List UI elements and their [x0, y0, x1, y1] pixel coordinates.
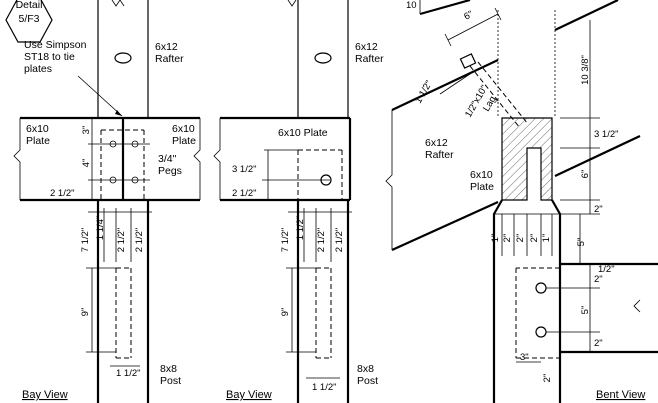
dim-2-bent-b: 2" [502, 234, 513, 243]
note-line1: Use Simpson [24, 39, 87, 51]
dim-2-5-left: 2 1/2" [50, 188, 75, 199]
rafter-hole [114, 52, 132, 64]
dim-4-left: 4" [81, 159, 92, 168]
dim-5-bent-a: 5" [576, 238, 587, 247]
detail-label-line1: Detail [16, 0, 43, 11]
dim-5-bent-b: 5" [580, 306, 591, 315]
post-word-label-2: Post [357, 375, 378, 387]
dim-3-left: 3" [81, 126, 92, 135]
dim-1-25: 1 1/4" [95, 216, 106, 241]
plate-section-hatched [501, 117, 553, 201]
dim-3-5-mid: 3 1/2" [232, 164, 257, 175]
dim-1-5-mid-v: 1 1/2" [295, 216, 306, 241]
dim-10: 10 [406, 0, 417, 11]
rafter-word-bent: Rafter [425, 149, 454, 161]
pegs-word-label: Pegs [158, 165, 182, 177]
plate-right-size: 6x10 [172, 123, 195, 135]
dim-9-left: 9" [80, 308, 91, 317]
view-title-bent: Bent View [596, 389, 645, 401]
dim-2-5-mid: 2 1/2" [232, 188, 257, 199]
detail-label-line2: 5/F3 [18, 13, 39, 25]
dim-half-bent: 1/2" [598, 264, 615, 275]
post-size-label: 8x8 [160, 363, 177, 375]
pegs-size-label: 3/4" [158, 153, 177, 165]
detail-hexagon [5, 0, 53, 43]
dim-2-bent-f: 2" [594, 338, 603, 349]
dim-1-5-bottom: 1 1/2" [116, 368, 141, 379]
post-size-label-2: 8x8 [357, 363, 374, 375]
rafter-size-label-2: 6x12 [355, 41, 378, 53]
dim-1-5-mid-bottom: 1 1/2" [312, 382, 337, 393]
dim-2-bent-g: 2" [542, 374, 553, 383]
bay-view-1: Detail 5/F3 6x12 Rafter Use Simpson ST18… [5, 0, 201, 403]
dim-7-5-mid: 7 1/2" [280, 228, 291, 253]
plate-left-size: 6x10 [26, 123, 49, 135]
plate-full-label: 6x10 Plate [278, 127, 328, 139]
bent-view: 10 6x12 Rafter 6" 1 1/2" 1/2"x10" Lag 6x… [385, 0, 658, 403]
dim-3-bent: 3" [520, 352, 529, 363]
post-word-label: Post [160, 375, 181, 387]
dim-2-bent-a: 2" [594, 204, 603, 215]
dim-2-bent-e: 2" [594, 274, 603, 285]
plate-left-word: Plate [26, 135, 50, 147]
rafter-size-bent: 6x12 [425, 137, 448, 149]
rafter-hole-2 [314, 52, 332, 64]
plate-size-bent: 6x10 [470, 169, 493, 181]
dim-10-375: 10 3/8" [580, 55, 591, 85]
plate-right-word: Plate [172, 135, 196, 147]
dim-3-5-bent: 3 1/2" [594, 129, 619, 140]
dim-2-5-a: 2 1/2" [116, 228, 127, 253]
dim-9-mid: 9" [280, 308, 291, 317]
dim-6-top: 6" [462, 9, 475, 23]
view-title-bay1: Bay View [22, 389, 68, 401]
dim-2-bent-c: 2" [515, 234, 526, 243]
bay-view-2: 6x12 Rafter 6x10 Plate 3 1/2" 2 1/2" 7 1… [213, 0, 384, 403]
dim-2-5-mid-b: 2 1/2" [334, 228, 345, 253]
rafter-word-label-2: Rafter [355, 53, 384, 65]
dim-2-5-b: 2 1/2" [134, 228, 145, 253]
dim-2-bent-d: 2" [529, 234, 540, 243]
dim-1-bent: 1" [490, 234, 501, 243]
plate-word-bent: Plate [470, 181, 494, 193]
dim-7-5: 7 1/2" [80, 228, 91, 253]
rafter-word-label: Rafter [155, 53, 184, 65]
dim-6-bent: 6" [580, 170, 591, 179]
rafter-size-label: 6x12 [155, 41, 178, 53]
dim-2-5-mid-a: 2 1/2" [316, 228, 327, 253]
note-line2: ST18 to tie [24, 51, 75, 63]
view-title-bay2: Bay View [226, 389, 272, 401]
note-line3: plates [24, 63, 52, 75]
dim-1-bent-b: 1" [541, 234, 552, 243]
